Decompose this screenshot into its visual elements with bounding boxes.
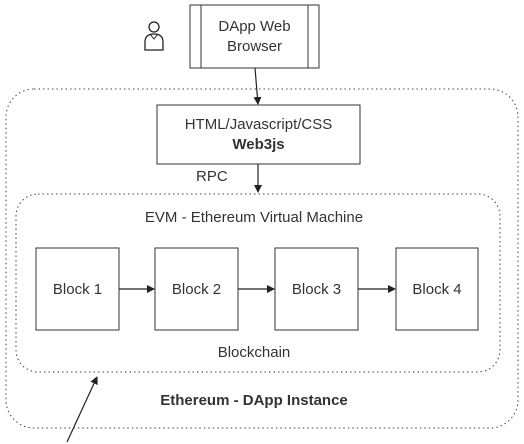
block-label: Block 3: [292, 281, 341, 298]
frontend-label: HTML/Javascript/CSS: [185, 116, 333, 133]
frontend-web3js-box: HTML/Javascript/CSS Web3js: [156, 104, 361, 165]
pointer-arrow: [66, 376, 98, 443]
browser-label-line1: DApp Web: [218, 18, 290, 35]
browser-label-line2: Browser: [227, 38, 282, 55]
block-2: Block 2: [154, 247, 239, 331]
ethereum-instance-container: [5, 88, 519, 429]
block-label: Block 2: [172, 281, 221, 298]
blockchain-label: Blockchain: [218, 344, 291, 361]
evm-title: EVM - Ethereum Virtual Machine: [145, 209, 363, 226]
block-1: Block 1: [35, 247, 120, 331]
block-label: Block 4: [412, 281, 461, 298]
block-4: Block 4: [395, 247, 479, 331]
instance-label: Ethereum - DApp Instance: [160, 392, 348, 409]
arrow-browser-to-frontend: [253, 67, 262, 105]
evm-container: [15, 193, 501, 373]
dapp-web-browser-box: DApp Web Browser: [189, 4, 320, 69]
rpc-label: RPC: [196, 168, 228, 185]
block-label: Block 1: [53, 281, 102, 298]
block-3: Block 3: [274, 247, 359, 331]
web3js-label: Web3js: [232, 136, 284, 153]
user-icon: [144, 21, 164, 51]
